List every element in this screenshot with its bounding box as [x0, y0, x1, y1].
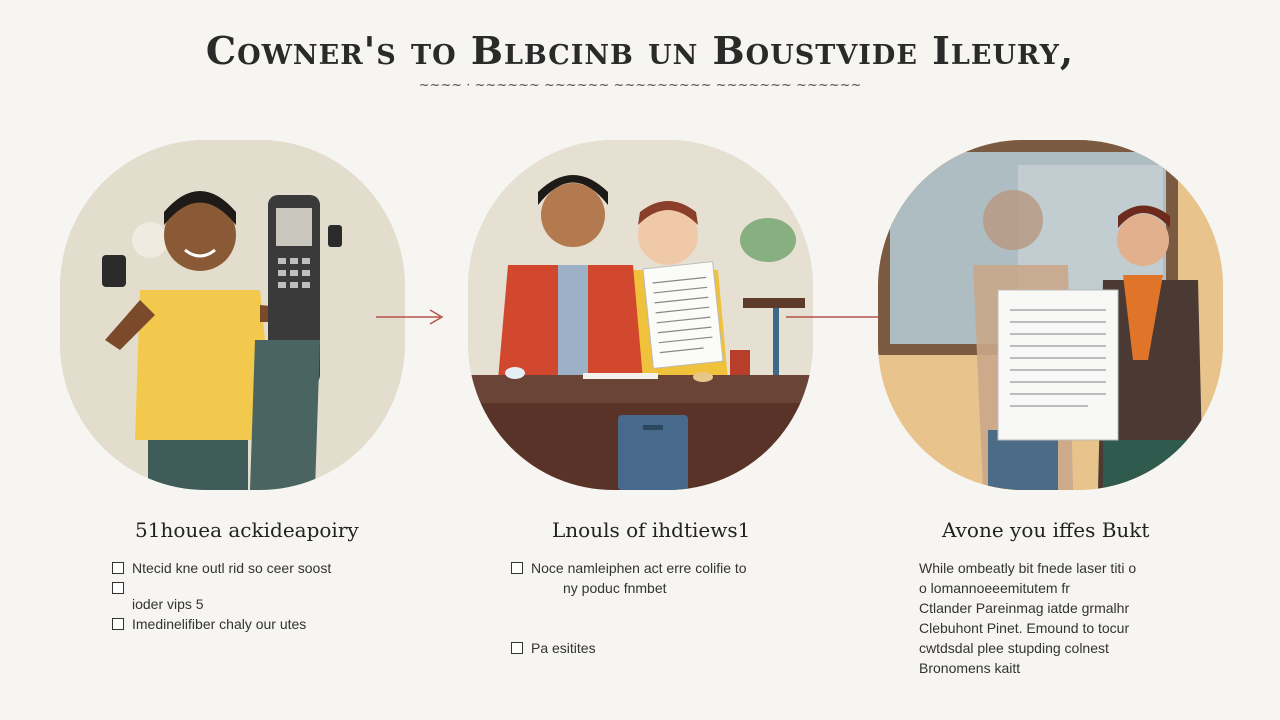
paragraph-line: Clebuhont Pinet. Emound to tocur	[919, 620, 1130, 636]
list-item-text: Imedinelifiber chaly our utes	[132, 616, 307, 632]
checkbox[interactable]	[112, 562, 124, 574]
checkbox[interactable]	[112, 582, 124, 594]
paragraph-line: cwtdsdal plee stupding colnest	[919, 640, 1109, 656]
list-item-text: Ntecid kne outl rid so ceer soost	[132, 560, 332, 576]
man-with-phone-and-terminal-illustration	[60, 140, 405, 490]
list-item: Ntecid kne outl rid so ceer soost	[112, 558, 362, 578]
list-item-text: Pa esitites	[531, 640, 596, 656]
paragraph-line: Ctlander Pareinmag iatde grmalhr	[919, 600, 1130, 616]
arrow-right-icon	[376, 307, 446, 327]
column-2-heading: Lnouls of ihdtiews1	[552, 518, 751, 542]
list-item: ny poduc fnmbet	[563, 578, 781, 598]
checkbox[interactable]	[511, 642, 523, 654]
paragraph-line: o lomannoeeemitutem fr	[919, 580, 1070, 596]
page-title: Cowner's to Blbcinb un Boustvide Ileury,	[205, 28, 1075, 73]
page-subtitle: ~~~~ · ~~~~~~ ~~~~~~ ~~~~~~~~~ ~~~~~~~ ~…	[418, 78, 862, 93]
document-icon	[997, 289, 1119, 441]
paragraph-line: While ombeatly bit fnede laser titi o	[919, 560, 1137, 576]
column-1-heading: 51houea ackideapoiry	[135, 518, 359, 542]
two-people-reviewing-document-illustration	[468, 140, 813, 490]
phone-icon	[102, 255, 126, 287]
column-3-paragraph: While ombeatly bit fnede laser titi o o …	[919, 558, 1199, 678]
panel-step-1-illustration	[60, 140, 405, 490]
list-item-text: ny poduc fnmbet	[563, 580, 667, 596]
panel-step-3-illustration	[878, 140, 1223, 490]
panel-step-2-illustration	[468, 140, 813, 490]
checkbox[interactable]	[112, 618, 124, 630]
list-item-text: ioder vips 5	[132, 596, 204, 612]
column-3-heading: Avone you iffes Bukt	[942, 518, 1150, 542]
document-icon	[642, 261, 724, 369]
list-item	[112, 578, 362, 594]
list-item: ioder vips 5	[132, 594, 362, 614]
list-item: Noce namleiphen act erre colifie to	[511, 558, 781, 578]
list-item: Pa esitites	[511, 638, 781, 658]
handover-document-illustration	[878, 140, 1223, 490]
column-1-checklist: Ntecid kne outl rid so ceer soost ioder …	[112, 558, 362, 634]
list-item: Imedinelifiber chaly our utes	[112, 614, 362, 634]
list-item-text: Noce namleiphen act erre colifie to	[531, 560, 747, 576]
column-2-checklist: Noce namleiphen act erre colifie to ny p…	[511, 558, 781, 658]
checkbox[interactable]	[511, 562, 523, 574]
paragraph-line: Bronomens kaitt	[919, 660, 1021, 676]
